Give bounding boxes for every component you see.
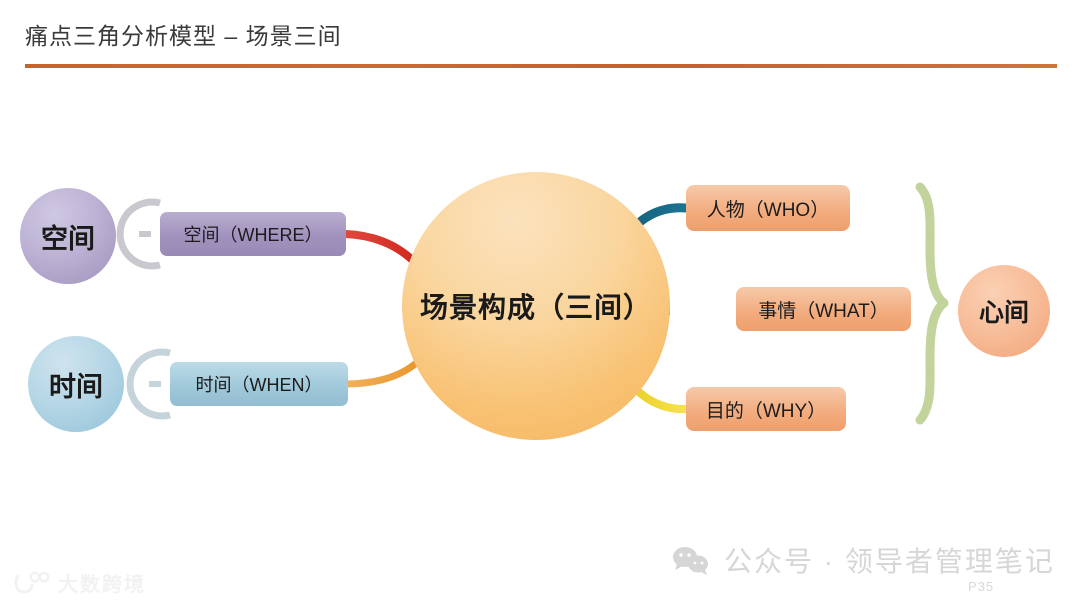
wechat-watermark: 公众号 · 领导者管理笔记 (672, 540, 1055, 580)
node-circle-space-label: 空间 (41, 223, 95, 254)
node-circle-time[interactable]: 时间 (28, 336, 124, 432)
label-box-when-text: 时间（WHEN） (195, 375, 323, 395)
brand-logo: 大数跨境 (14, 568, 146, 597)
node-circle-space[interactable]: 空间 (20, 188, 116, 284)
node-circle-scene-composition-label: 场景构成（三间） (419, 292, 652, 323)
label-box-where[interactable]: 空间（WHERE） (160, 212, 346, 256)
node-circle-heart-space-label: 心间 (978, 299, 1029, 327)
brand-mark-icon (14, 571, 50, 594)
node-circle-heart-space[interactable]: 心间 (958, 265, 1050, 357)
title-underline-rule (25, 64, 1057, 68)
label-box-why[interactable]: 目的（WHY） (686, 387, 846, 431)
label-box-when[interactable]: 时间（WHEN） (170, 362, 348, 406)
label-box-who-text: 人物（WHO） (706, 199, 830, 221)
node-circle-scene-composition[interactable]: 场景构成（三间） (402, 172, 670, 440)
label-box-why-text: 目的（WHY） (705, 400, 827, 422)
grouping-brace-icon (915, 182, 949, 425)
page-number: P35 (968, 579, 995, 594)
label-box-where-text: 空间（WHERE） (183, 225, 323, 245)
bracket-space-icon (116, 198, 161, 270)
bracket-time-icon (126, 348, 171, 420)
wechat-watermark-text: 公众号 · 领导者管理笔记 (724, 546, 1055, 577)
label-box-who[interactable]: 人物（WHO） (686, 185, 850, 231)
node-circle-time-label: 时间 (49, 371, 103, 402)
wechat-icon (673, 547, 708, 575)
label-box-what[interactable]: 事情（WHAT） (736, 287, 911, 331)
page-title: 痛点三角分析模型 – 场景三间 (25, 23, 342, 49)
label-box-what-text: 事情（WHAT） (758, 300, 889, 322)
brand-logo-text: 大数跨境 (58, 574, 146, 596)
